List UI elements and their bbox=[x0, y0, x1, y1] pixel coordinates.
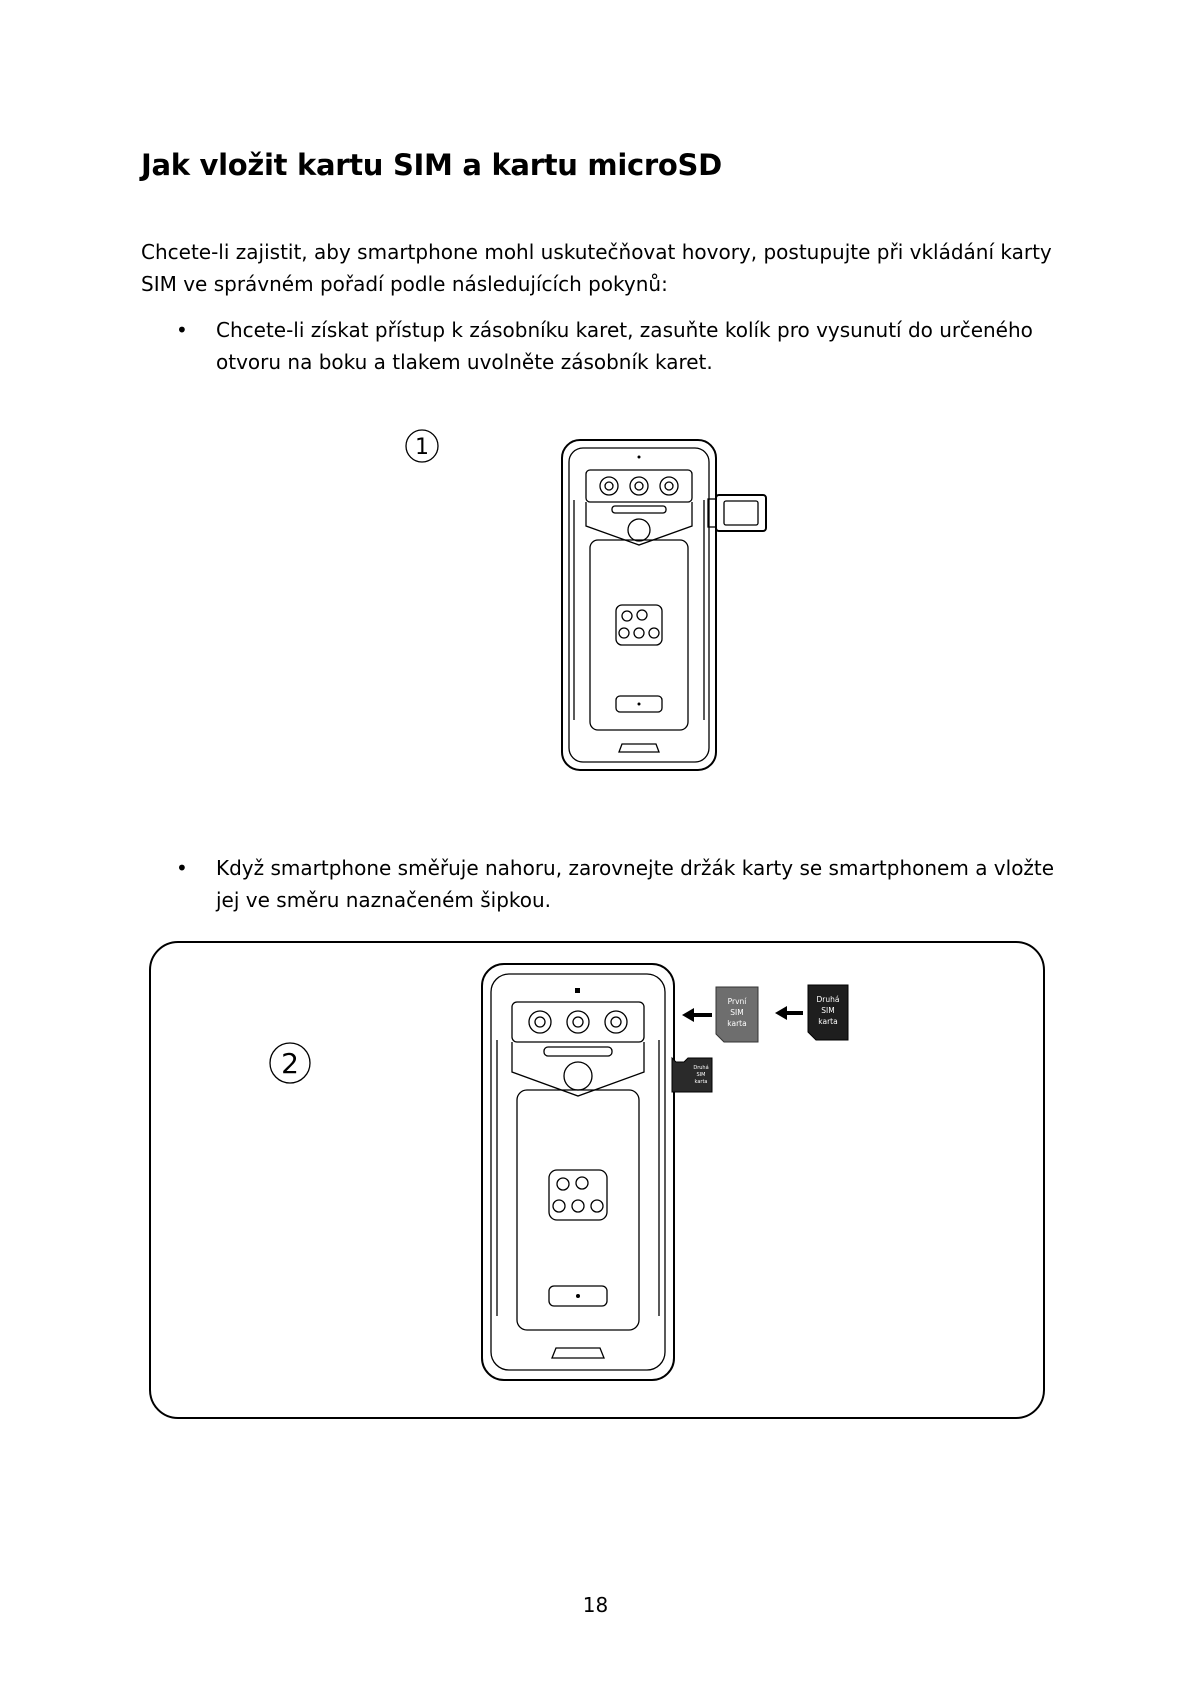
micro-sd-card: Druhá SIM karta bbox=[671, 1056, 713, 1093]
phone-back-1 bbox=[561, 439, 717, 771]
intro-paragraph: Chcete-li zajistit, aby smartphone mohl … bbox=[141, 240, 1052, 296]
first-sim-label-line2: SIM bbox=[730, 1008, 743, 1017]
second-sim-label-line3: karta bbox=[818, 1017, 837, 1026]
step-1-label: 1 bbox=[415, 435, 429, 460]
first-sim-card: První SIM karta bbox=[715, 986, 759, 1043]
sim-tray-ejected bbox=[707, 494, 767, 532]
page-title: Jak vložit kartu SIM a kartu microSD bbox=[141, 148, 722, 182]
insert-arrow-icon bbox=[775, 1006, 803, 1020]
bullet-item-eject-tray: • Chcete-li získat přístup k zásobníku k… bbox=[176, 314, 1056, 380]
second-sim-label-line2: SIM bbox=[821, 1006, 834, 1015]
bullet-icon: • bbox=[176, 856, 188, 880]
step-2-label: 2 bbox=[281, 1047, 299, 1080]
first-sim-label-line3: karta bbox=[727, 1019, 746, 1028]
step-2-badge: 2 bbox=[269, 1042, 311, 1084]
second-sim-card: Druhá SIM karta bbox=[807, 984, 849, 1041]
figure-2-frame bbox=[149, 941, 1045, 1419]
bullet-item-insert-tray: • Když smartphone směřuje nahoru, zarovn… bbox=[176, 852, 1056, 918]
micro-card-label-line1: Druhá bbox=[693, 1064, 708, 1071]
bullet-icon: • bbox=[176, 318, 188, 342]
step-1-badge: 1 bbox=[405, 429, 439, 463]
first-sim-label-line1: První bbox=[728, 997, 748, 1006]
page-number: 18 bbox=[582, 1593, 609, 1617]
insert-arrow-icon bbox=[682, 1008, 712, 1022]
second-sim-label-line1: Druhá bbox=[817, 995, 840, 1004]
micro-card-label-line3: karta bbox=[695, 1079, 708, 1085]
micro-card-label-line2: SIM bbox=[697, 1072, 706, 1078]
phone-back-2 bbox=[481, 963, 675, 1381]
bullet-text: Když smartphone směřuje nahoru, zarovnej… bbox=[216, 856, 1055, 912]
bullet-text: Chcete-li získat přístup k zásobníku kar… bbox=[216, 318, 1033, 374]
